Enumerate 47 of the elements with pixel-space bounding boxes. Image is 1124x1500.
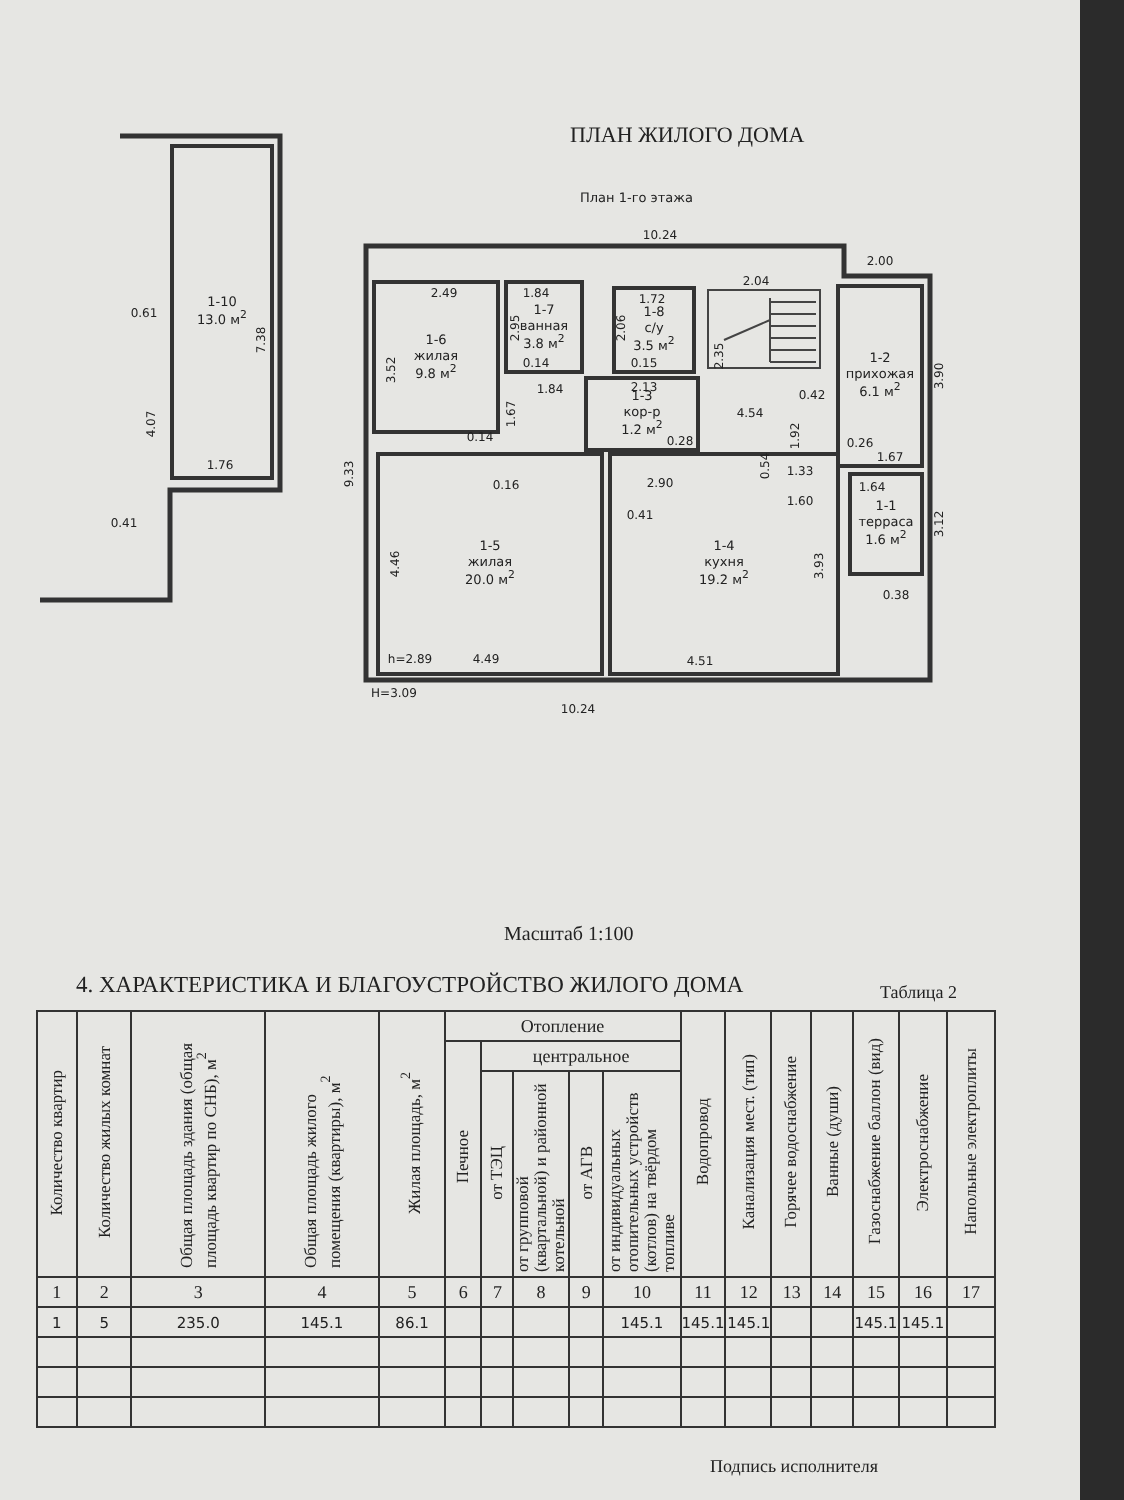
column-header: от групповой (квартальной) и районной котельной bbox=[514, 1081, 568, 1272]
column-header: Напольные электроплиты bbox=[962, 1048, 981, 1236]
column-header: Канализация мест. (тип) bbox=[739, 1054, 758, 1230]
column-number: 4 bbox=[317, 1282, 327, 1302]
column-number: 10 bbox=[632, 1282, 651, 1302]
room bbox=[848, 472, 924, 576]
column-number: 13 bbox=[782, 1282, 801, 1302]
column-number: 7 bbox=[493, 1282, 503, 1302]
column-number: 17 bbox=[962, 1282, 981, 1302]
room bbox=[612, 286, 696, 374]
column-number: 9 bbox=[581, 1282, 591, 1302]
column-number: 14 bbox=[823, 1282, 842, 1302]
column-header: от ТЭЦ bbox=[488, 1145, 507, 1199]
column-number: 5 bbox=[407, 1282, 417, 1302]
column-header: Горячее водоснабжение bbox=[782, 1056, 801, 1228]
signature-caption: Подпись исполнителя bbox=[710, 1456, 878, 1476]
table-heading: 4. ХАРАКТЕРИСТИКА И БЛАГОУСТРОЙСТВО ЖИЛОГО ДОМА bbox=[76, 974, 744, 998]
scale-note: Масштаб 1:100 bbox=[504, 924, 634, 946]
column-header: от АГВ bbox=[577, 1145, 596, 1199]
column-header: Газоснабжение баллон (вид) bbox=[866, 1038, 885, 1246]
table-number: Таблица 2 bbox=[880, 982, 957, 1002]
room bbox=[504, 280, 584, 374]
column-header: Печное bbox=[454, 1130, 473, 1184]
column-number: 6 bbox=[458, 1282, 468, 1302]
column-number: 15 bbox=[866, 1282, 885, 1302]
column-header: Водопровод bbox=[694, 1098, 712, 1186]
room bbox=[836, 284, 924, 468]
column-header: Количество квартир bbox=[47, 1069, 66, 1215]
column-number: 11 bbox=[694, 1282, 712, 1302]
room bbox=[608, 452, 840, 676]
column-number: 12 bbox=[739, 1282, 758, 1302]
column-group-header: Отопление bbox=[520, 1016, 605, 1036]
column-number: 2 bbox=[99, 1282, 109, 1302]
column-header: от индивидуальных отопительных устройств (котлов) на твёрдом топливе bbox=[606, 1090, 678, 1272]
column-number: 8 bbox=[536, 1282, 546, 1302]
room bbox=[170, 144, 274, 480]
room bbox=[376, 452, 604, 676]
room bbox=[372, 280, 500, 434]
column-header: Количество жилых комнат bbox=[95, 1046, 114, 1238]
plan-title: ПЛАН ЖИЛОГО ДОМА bbox=[570, 124, 805, 148]
column-number: 1 bbox=[52, 1282, 62, 1302]
column-number: 3 bbox=[193, 1282, 203, 1302]
column-header: Электроснабжение bbox=[913, 1073, 932, 1211]
room bbox=[584, 376, 700, 452]
column-group-header: центральное bbox=[532, 1046, 630, 1066]
column-number: 16 bbox=[913, 1282, 932, 1302]
column-header: Ванные (души) bbox=[823, 1086, 842, 1198]
